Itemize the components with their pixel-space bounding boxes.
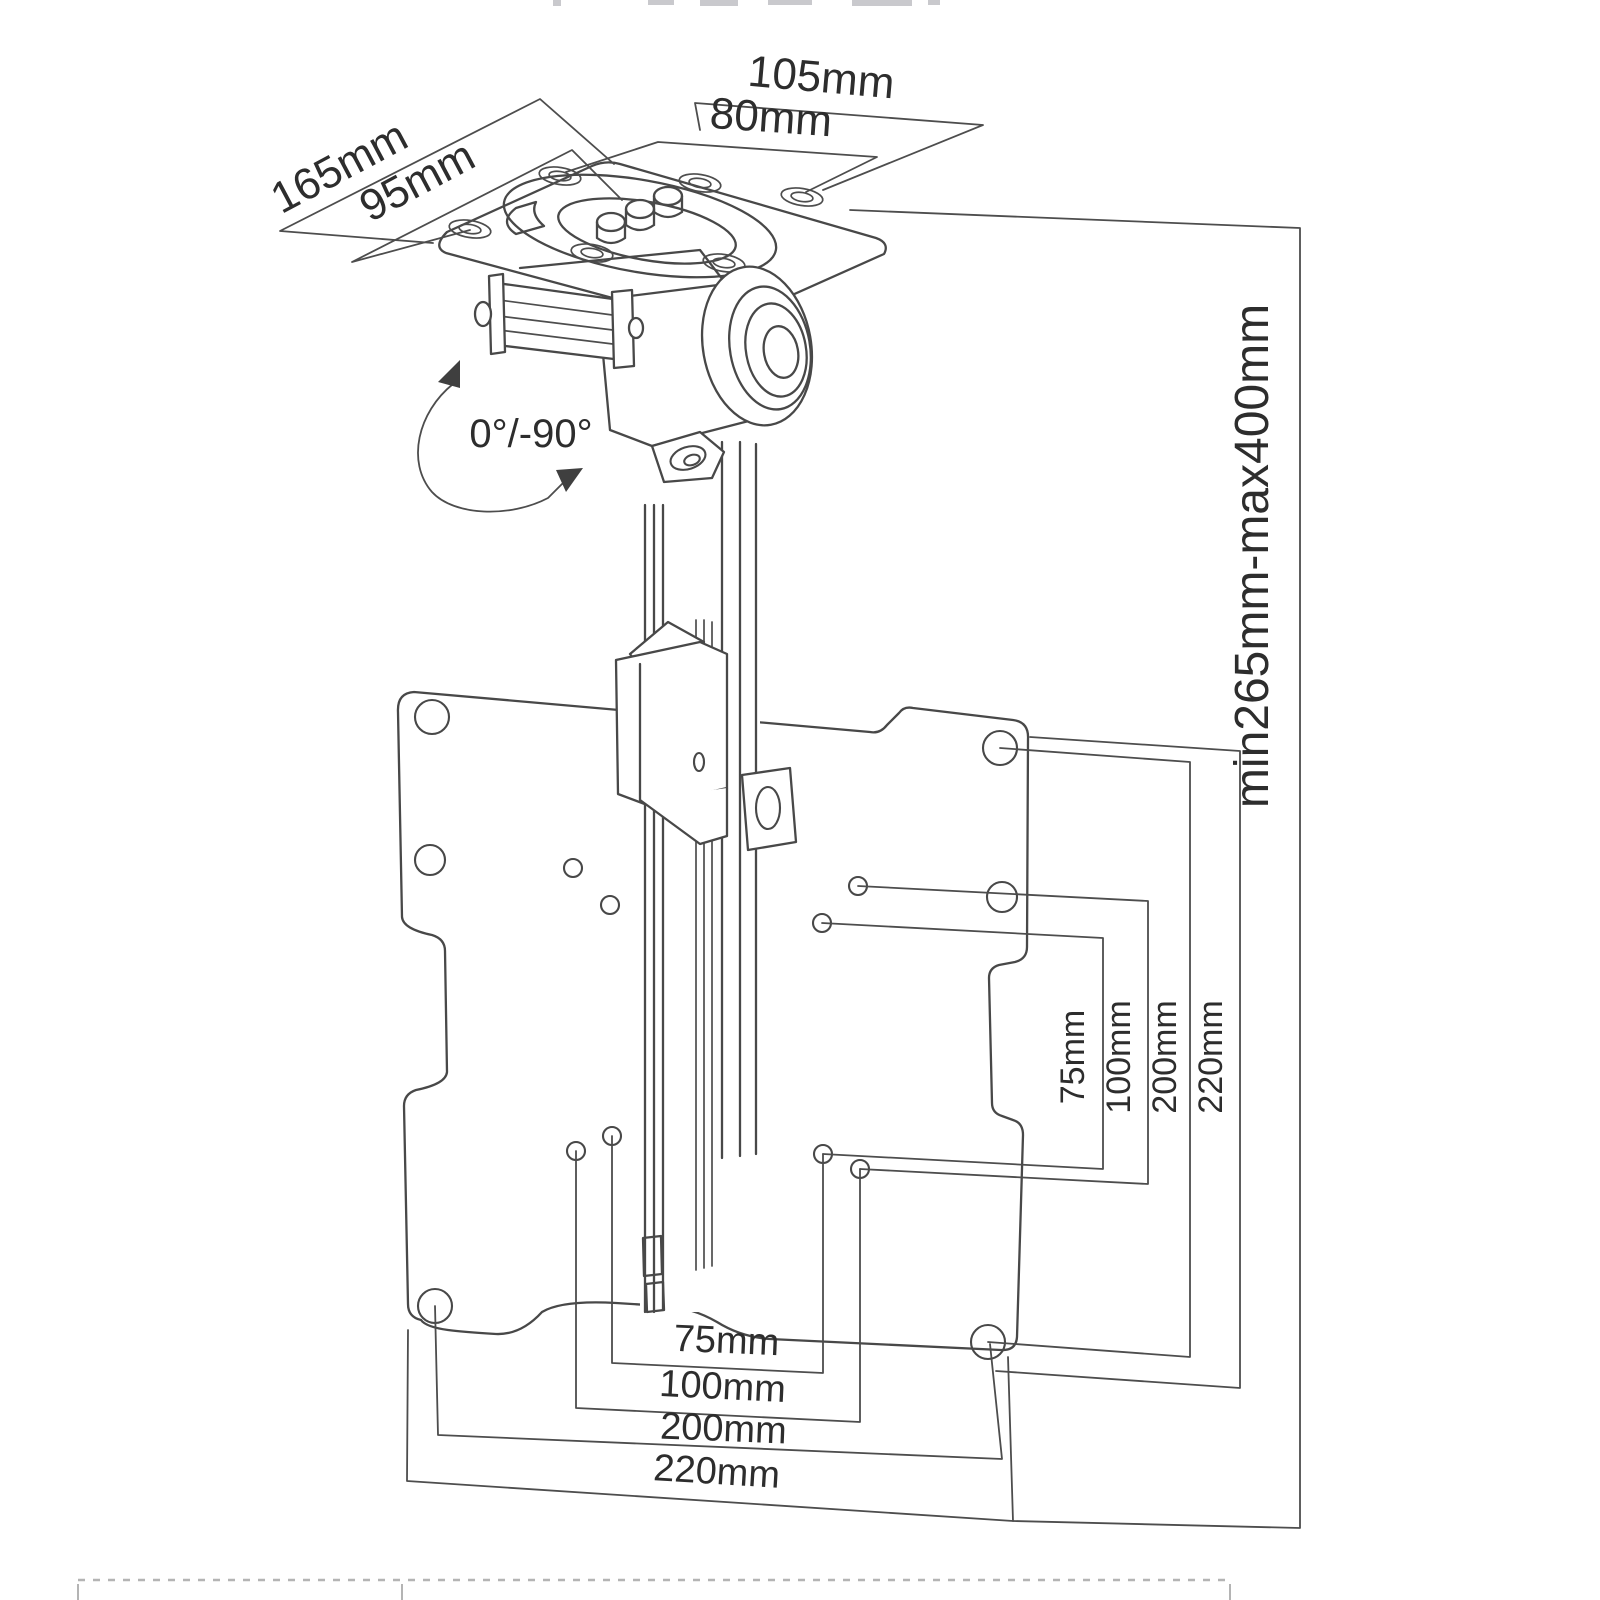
ceiling-plate-slots [448,166,824,273]
dim-label-vesa-h-220: 220mm [652,1447,781,1497]
vesa75-hole-top-left [599,894,621,916]
plate-hole-top-left [413,698,451,736]
dim-label-vesa-v-100: 100mm [1100,1000,1138,1113]
column-clamp-block [614,620,729,846]
column-clamp-right [740,766,798,852]
plate-hole-mid-left [413,843,447,877]
dim-label-vesa-h-200: 200mm [659,1405,787,1452]
dim-label-vesa-v-200: 200mm [1146,1000,1184,1113]
tilt-arc [417,383,569,513]
plate-hole-top-right [981,729,1019,767]
plate-hole-bottom-right [969,1323,1007,1361]
dim-label-vesa-h-75: 75mm [673,1318,780,1365]
dimension-vesa-horizontal-group: 75mm 100mm 200mm 220mm [406,1135,1014,1522]
hinge-lower-tab [650,430,726,484]
hinge-drum [700,265,814,427]
top-edge-artifacts [553,0,940,6]
dimension-height-range: min265mm-max400mm [849,209,1301,1529]
tilt-annotation: 0°/-90° [417,360,593,513]
tilt-arrow-down-icon [556,468,583,492]
hinge-assembly [473,248,814,484]
plate-hole-mid-right [985,880,1019,914]
dim-label-vesa-v-220: 220mm [1192,1000,1230,1113]
hinge-axle [473,272,645,370]
dim-label-vesa-h-100: 100mm [658,1363,787,1411]
dim-label-vesa-v-75: 75mm [1054,1010,1092,1104]
column-foot-upper [641,1234,664,1278]
column-foot-lower [644,1280,666,1314]
bottom-divider [77,1578,1231,1600]
dim-label-plate-width-inner: 80mm [708,89,833,146]
ceiling-plate-bolts [595,185,684,245]
vesa100-hole-top-left [562,857,584,879]
dimension-vesa-vertical-group: 75mm 100mm 200mm 220mm [821,736,1241,1389]
dim-label-height-range: min265mm-max400mm [1226,304,1279,808]
tilt-range-label: 0°/-90° [469,412,592,456]
ceiling-plate-collar-ring [502,173,778,279]
tilt-arrow-up-icon [438,360,460,388]
